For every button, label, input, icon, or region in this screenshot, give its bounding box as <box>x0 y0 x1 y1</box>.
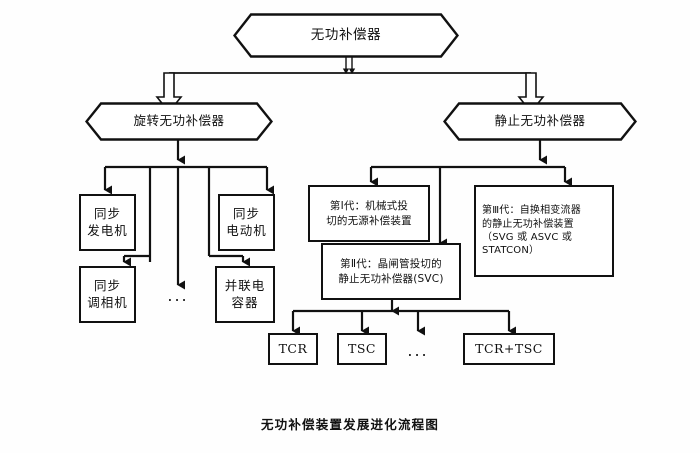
diagram-caption-text: 无功补偿装置发展进化流程图 <box>260 417 440 432</box>
root-stem <box>342 57 356 74</box>
node-terminal-ellipsis-label: ... <box>407 341 429 360</box>
node-rotating-ellipsis: ... <box>160 285 196 306</box>
node-tcr[interactable]: TCR <box>268 333 318 365</box>
node-tsc[interactable]: TSC <box>337 333 387 365</box>
node-rotating-compensator[interactable]: 旋转无功补偿器 <box>85 102 273 141</box>
node-generation-2-label-line2: 静止无功补偿器(SVC) <box>338 272 444 285</box>
node-terminal-ellipsis: ... <box>400 340 436 361</box>
node-sync-generator-label-line1: 同步 <box>93 206 121 221</box>
hexagon-shape <box>85 102 273 141</box>
node-rotating-compensator-label: 旋转无功补偿器 <box>133 113 225 129</box>
node-sync-motor-label-line1: 同步 <box>232 206 260 221</box>
node-tcr-tsc[interactable]: TCR+TSC <box>463 333 555 365</box>
node-sync-condenser-label-line1: 同步 <box>93 278 121 293</box>
node-generation-1-label-line2: 切的无源补偿装置 <box>326 214 412 227</box>
node-generation-3[interactable]: 第Ⅲ代：自换相变流器 的静止无功补偿装置 （SVG 或 ASVC 或 STATC… <box>474 185 614 277</box>
node-rotating-ellipsis-label: ... <box>167 286 189 305</box>
node-generation-2-label-line1: 第Ⅱ代：晶闸管投切的 <box>340 258 442 271</box>
diagram-caption: 无功补偿装置发展进化流程图 <box>0 414 700 433</box>
node-generation-3-label-line1: 第Ⅲ代：自换相变流器 <box>482 205 581 217</box>
node-shunt-capacitor-label-line2: 容器 <box>231 294 259 310</box>
node-sync-generator[interactable]: 同步 发电机 <box>79 194 136 251</box>
node-sync-motor-label-line2: 电动机 <box>226 222 267 238</box>
node-generation-3-label-line2: 的静止无功补偿装置 <box>482 218 574 230</box>
node-generation-1[interactable]: 第Ⅰ代：机械式投 切的无源补偿装置 <box>308 185 430 242</box>
rotating-branch-wires <box>103 140 274 290</box>
node-shunt-capacitor-label-line1: 并联电 <box>224 278 266 293</box>
node-sync-generator-label-line2: 发电机 <box>87 222 128 238</box>
node-sync-condenser[interactable]: 同步 调相机 <box>79 266 136 323</box>
node-generation-1-label-line1: 第Ⅰ代：机械式投 <box>329 200 409 213</box>
hexagon-shape <box>443 102 637 141</box>
static-branch-wires <box>291 140 572 336</box>
node-root[interactable]: 无功补偿器 <box>233 13 459 58</box>
node-shunt-capacitor[interactable]: 并联电 容器 <box>215 266 275 323</box>
node-tcr-tsc-label: TCR+TSC <box>475 340 543 356</box>
node-sync-condenser-label-line2: 调相机 <box>87 294 128 310</box>
hexagon-shape <box>233 13 459 58</box>
node-sync-motor[interactable]: 同步 电动机 <box>218 194 275 251</box>
node-generation-3-label-line4: STATCON） <box>482 245 540 257</box>
node-static-compensator-label: 静止无功补偿器 <box>494 113 586 129</box>
node-tcr-label: TCR <box>278 340 308 356</box>
node-root-label: 无功补偿器 <box>310 26 382 43</box>
node-generation-2[interactable]: 第Ⅱ代：晶闸管投切的 静止无功补偿器(SVC) <box>321 243 461 300</box>
node-tsc-label: TSC <box>348 340 376 356</box>
node-static-compensator[interactable]: 静止无功补偿器 <box>443 102 637 141</box>
node-generation-3-label-line3: （SVG 或 ASVC 或 <box>482 232 573 243</box>
